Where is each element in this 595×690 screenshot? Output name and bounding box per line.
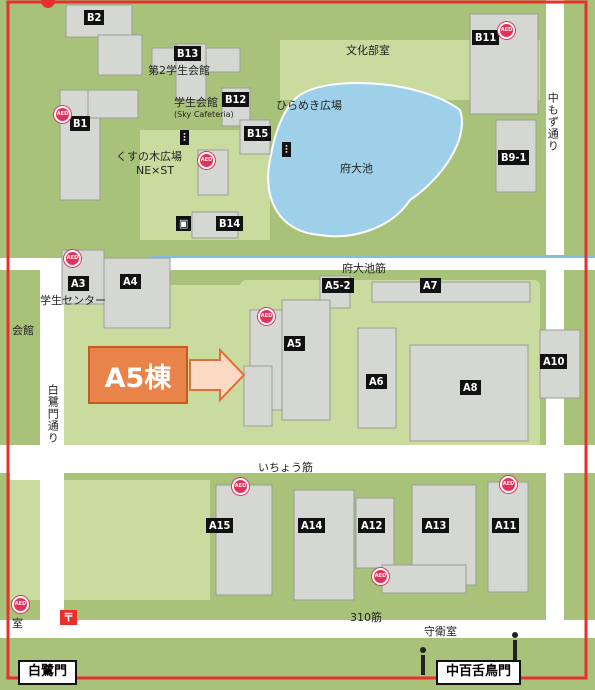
shop-icon: ▣ bbox=[176, 216, 192, 232]
label-culture-room: 文化部室 bbox=[346, 44, 390, 57]
aed-icon: AED bbox=[12, 596, 29, 613]
building-a12[interactable]: A12 bbox=[358, 518, 386, 534]
building-a3[interactable]: A3 bbox=[68, 276, 89, 292]
water-channel bbox=[150, 255, 595, 258]
building-b1[interactable]: B1 bbox=[70, 116, 91, 132]
restaurant-icon: ⫶ bbox=[180, 130, 189, 146]
building-b9-1[interactable]: B9-1 bbox=[498, 150, 530, 166]
aed-icon: AED bbox=[500, 476, 517, 493]
building-a4[interactable]: A4 bbox=[120, 274, 141, 290]
building-a5[interactable]: A5 bbox=[284, 336, 305, 352]
info-icon: 〒 bbox=[60, 610, 77, 626]
label-310-street: 310筋 bbox=[350, 611, 382, 624]
building-a7[interactable]: A7 bbox=[420, 278, 441, 294]
label-sky-cafeteria: (Sky Cafeteria) bbox=[174, 110, 234, 119]
red-pin-icon bbox=[41, 0, 55, 8]
building-b14[interactable]: B14 bbox=[216, 216, 244, 232]
aed-icon: AED bbox=[54, 106, 71, 123]
label-fudai-pond: 府大池 bbox=[340, 162, 373, 175]
label-kusunoki-plaza: くすの木広場 bbox=[116, 150, 182, 163]
label-kaikan: 会館 bbox=[12, 324, 34, 337]
building-b13[interactable]: B13 bbox=[174, 46, 202, 62]
map-border bbox=[6, 0, 588, 680]
building-b12[interactable]: B12 bbox=[222, 92, 250, 108]
label-guard-room-left: 室 bbox=[12, 617, 23, 630]
info-icon bbox=[420, 632, 518, 675]
aed-icon: AED bbox=[372, 568, 389, 585]
roads bbox=[0, 0, 595, 638]
building-a10[interactable]: A10 bbox=[540, 354, 568, 370]
aed-icon: AED bbox=[64, 250, 81, 267]
building-a6[interactable]: A6 bbox=[366, 374, 387, 390]
label-nakamozu-road: 中もず通り bbox=[546, 92, 560, 152]
gate-nakamozu[interactable]: 中百舌鳥門 bbox=[436, 660, 522, 685]
label-fudaiike-street: 府大池筋 bbox=[342, 262, 386, 275]
building-a11[interactable]: A11 bbox=[492, 518, 520, 534]
label-nest: NE×ST bbox=[136, 164, 175, 177]
label-icho-street: いちょう筋 bbox=[258, 461, 313, 474]
aed-icon: AED bbox=[258, 308, 275, 325]
aed-icon: AED bbox=[498, 22, 515, 39]
label-student-hall2: 第2学生会館 bbox=[148, 64, 210, 77]
label-shirasagi-road: 白鷺門通り bbox=[46, 384, 60, 444]
label-hirameki-plaza: ひらめき広場 bbox=[276, 99, 342, 112]
building-b11[interactable]: B11 bbox=[472, 30, 500, 46]
building-b2[interactable]: B2 bbox=[84, 10, 105, 26]
gate-shirasagi[interactable]: 白鷺門 bbox=[18, 660, 78, 685]
building-b15[interactable]: B15 bbox=[244, 126, 272, 142]
label-student-hall: 学生会館 bbox=[174, 96, 218, 109]
a5-callout: A5棟 bbox=[88, 346, 188, 404]
building-a14[interactable]: A14 bbox=[298, 518, 326, 534]
fudai-pond bbox=[267, 82, 463, 238]
building-a13[interactable]: A13 bbox=[422, 518, 450, 534]
building-a5-2[interactable]: A5-2 bbox=[322, 278, 354, 294]
aed-icon: AED bbox=[232, 478, 249, 495]
aed-icon: AED bbox=[198, 152, 215, 169]
building-a8[interactable]: A8 bbox=[460, 380, 481, 396]
label-student-center: 学生センター bbox=[40, 294, 106, 307]
restaurant-icon: ⫶ bbox=[282, 142, 291, 158]
building-a15[interactable]: A15 bbox=[206, 518, 234, 534]
arrow-icon bbox=[189, 347, 246, 403]
label-guard-room: 守衛室 bbox=[424, 625, 457, 638]
buildings bbox=[59, 4, 581, 601]
